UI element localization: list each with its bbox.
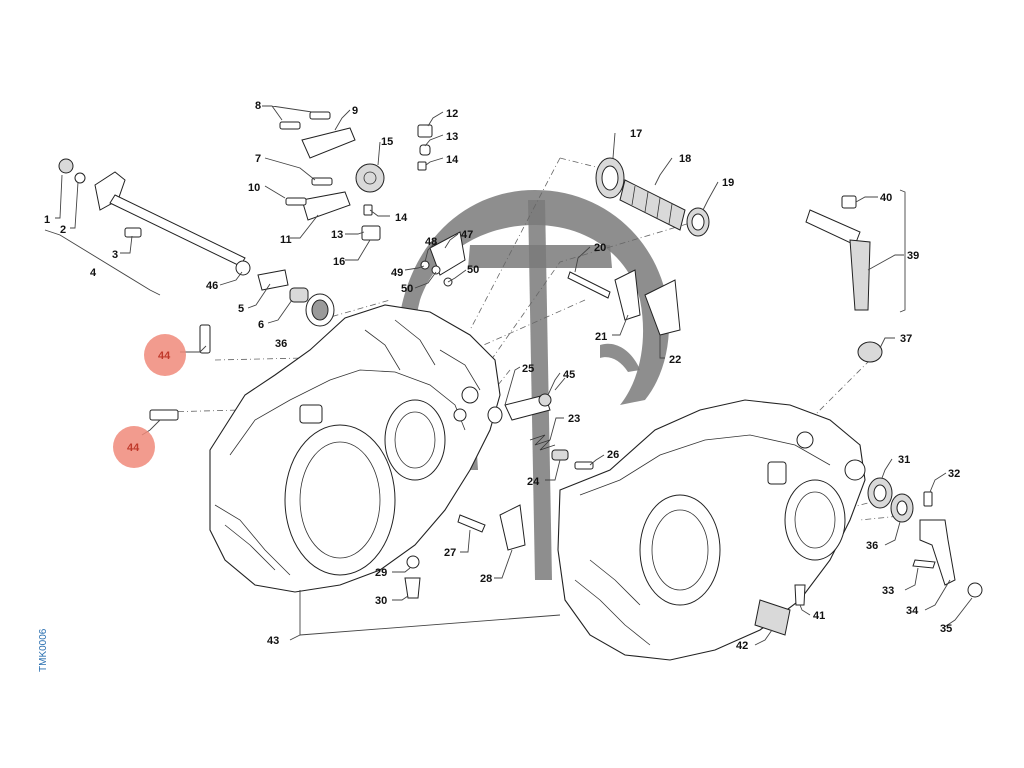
label-47[interactable]: 47 xyxy=(461,229,473,241)
label-44a[interactable]: 44 xyxy=(158,350,171,362)
label-15[interactable]: 15 xyxy=(381,136,393,148)
label-30[interactable]: 30 xyxy=(375,595,387,607)
label-48[interactable]: 48 xyxy=(425,236,437,248)
right-crankcase-half xyxy=(557,399,866,661)
label-19[interactable]: 19 xyxy=(722,177,734,189)
label-28[interactable]: 28 xyxy=(480,573,492,585)
label-4[interactable]: 4 xyxy=(90,267,97,279)
label-22[interactable]: 22 xyxy=(669,354,681,366)
bottom-bolts xyxy=(404,555,806,636)
label-26[interactable]: 26 xyxy=(607,449,619,461)
label-44b[interactable]: 44 xyxy=(127,442,140,454)
label-36a[interactable]: 36 xyxy=(275,338,287,350)
label-24[interactable]: 24 xyxy=(527,476,540,488)
label-21[interactable]: 21 xyxy=(595,331,607,343)
label-43[interactable]: 43 xyxy=(267,635,279,647)
label-10[interactable]: 10 xyxy=(248,182,260,194)
label-6[interactable]: 6 xyxy=(258,319,264,331)
misc-parts xyxy=(257,111,466,327)
callout-labels: 1 2 3 4 5 6 7 8 9 10 11 12 13 13 14 14 1… xyxy=(44,100,960,652)
label-36b[interactable]: 36 xyxy=(866,540,878,552)
label-11[interactable]: 11 xyxy=(280,234,292,246)
label-13a[interactable]: 13 xyxy=(446,131,458,143)
kickstart-shaft xyxy=(44,158,251,296)
right-lever-assy xyxy=(805,189,983,598)
gearshift-drum xyxy=(457,157,710,551)
label-37[interactable]: 37 xyxy=(900,333,912,345)
highlighted-fittings xyxy=(149,324,211,421)
label-5[interactable]: 5 xyxy=(238,303,244,315)
label-50a[interactable]: 50 xyxy=(401,283,413,295)
left-crankcase-half xyxy=(209,304,501,593)
label-13b[interactable]: 13 xyxy=(331,229,343,241)
label-7[interactable]: 7 xyxy=(255,153,261,165)
label-45[interactable]: 45 xyxy=(563,369,575,381)
label-46[interactable]: 46 xyxy=(206,280,218,292)
label-17[interactable]: 17 xyxy=(630,128,642,140)
label-1[interactable]: 1 xyxy=(44,214,50,226)
label-39[interactable]: 39 xyxy=(907,250,919,262)
label-3[interactable]: 3 xyxy=(112,249,118,261)
label-33[interactable]: 33 xyxy=(882,585,894,597)
label-23[interactable]: 23 xyxy=(568,413,580,425)
label-20[interactable]: 20 xyxy=(594,242,606,254)
label-42[interactable]: 42 xyxy=(736,640,748,652)
label-12[interactable]: 12 xyxy=(446,108,458,120)
label-16[interactable]: 16 xyxy=(333,256,345,268)
label-18[interactable]: 18 xyxy=(679,153,691,165)
label-31[interactable]: 31 xyxy=(898,454,910,466)
label-34[interactable]: 34 xyxy=(906,605,919,617)
selector-parts xyxy=(487,393,594,470)
highlight-marker-lower[interactable] xyxy=(113,426,155,468)
label-2[interactable]: 2 xyxy=(60,224,66,236)
highlight-marker-upper[interactable] xyxy=(144,334,186,376)
label-14a[interactable]: 14 xyxy=(446,154,459,166)
label-40[interactable]: 40 xyxy=(880,192,892,204)
leader-lines xyxy=(55,105,973,646)
label-25[interactable]: 25 xyxy=(522,363,534,375)
label-35[interactable]: 35 xyxy=(940,623,952,635)
label-27[interactable]: 27 xyxy=(444,547,456,559)
label-14b[interactable]: 14 xyxy=(395,212,408,224)
label-29[interactable]: 29 xyxy=(375,567,387,579)
label-50b[interactable]: 50 xyxy=(467,264,479,276)
drawing-code: TMK0006 xyxy=(38,628,49,672)
label-49[interactable]: 49 xyxy=(391,267,403,279)
label-41[interactable]: 41 xyxy=(813,610,825,622)
label-32[interactable]: 32 xyxy=(948,468,960,480)
label-8[interactable]: 8 xyxy=(255,100,261,112)
label-9[interactable]: 9 xyxy=(352,105,358,117)
